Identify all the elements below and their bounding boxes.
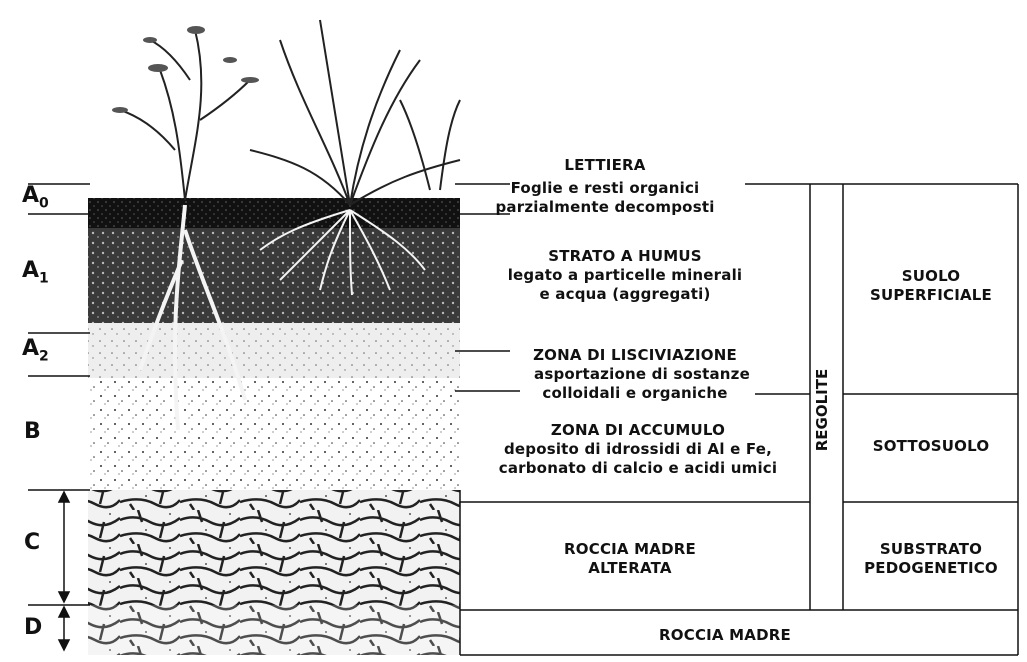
layer-b <box>88 378 460 490</box>
humus-line1: legato a particelle minerali <box>490 266 760 285</box>
lettiera-line2: parzialmente decomposti <box>480 198 730 217</box>
roccia-alterata-line1: ROCCIA MADRE <box>510 540 750 559</box>
plants <box>120 20 460 205</box>
lisciviazione-block: ZONA DI LISCIVIAZIONE asportazione di so… <box>500 346 770 403</box>
horizon-label-a1: A1 <box>22 258 49 286</box>
layer-a2 <box>88 323 460 378</box>
roccia-alterata-block: ROCCIA MADRE ALTERATA <box>510 540 750 578</box>
accumulo-block: ZONA DI ACCUMULO deposito di idrossidi d… <box>478 421 798 478</box>
layer-d <box>88 605 460 655</box>
horizon-label-a0: A0 <box>22 183 49 211</box>
substrato-line2: PEDOGENETICO <box>845 559 1017 578</box>
horizon-label-b: B <box>24 419 41 444</box>
roccia-madre-label: ROCCIA MADRE <box>560 626 890 645</box>
layer-a0 <box>88 198 460 228</box>
layer-c <box>88 490 460 605</box>
lisciviazione-line1: asportazione di sostanze <box>514 365 770 384</box>
suolo-line2: SUPERFICIALE <box>845 286 1017 305</box>
accumulo-line1: deposito di idrossidi di Al e Fe, <box>478 440 798 459</box>
lettiera-line1: Foglie e resti organici <box>480 179 730 198</box>
regolite-label: REGOLITE <box>812 355 832 465</box>
suolo-line1: SUOLO <box>845 267 1017 286</box>
lisciviazione-line2: colloidali e organiche <box>500 384 770 403</box>
suolo-superficiale-block: SUOLO SUPERFICIALE <box>845 267 1017 305</box>
plant-leaves <box>112 26 259 113</box>
layer-a1 <box>88 228 460 323</box>
horizon-label-d: D <box>24 615 42 640</box>
substrato-block: SUBSTRATO PEDOGENETICO <box>845 540 1017 578</box>
roccia-alterata-line2: ALTERATA <box>510 559 750 578</box>
horizon-label-a2: A2 <box>22 336 49 364</box>
lisciviazione-title: ZONA DI LISCIVIAZIONE <box>500 346 770 365</box>
substrato-line1: SUBSTRATO <box>845 540 1017 559</box>
humus-line2: e acqua (aggregati) <box>490 285 760 304</box>
horizon-label-c: C <box>24 530 40 555</box>
accumulo-line2: carbonato di calcio e acidi umici <box>478 459 798 478</box>
thickness-arrows <box>59 492 69 650</box>
accumulo-title: ZONA DI ACCUMULO <box>478 421 798 440</box>
lettiera-title: LETTIERA <box>480 156 730 175</box>
sottosuolo-label: SOTTOSUOLO <box>845 437 1017 456</box>
humus-title: STRATO A HUMUS <box>490 247 760 266</box>
lettiera-block: LETTIERA Foglie e resti organici parzial… <box>480 156 730 217</box>
humus-block: STRATO A HUMUS legato a particelle miner… <box>490 247 760 304</box>
